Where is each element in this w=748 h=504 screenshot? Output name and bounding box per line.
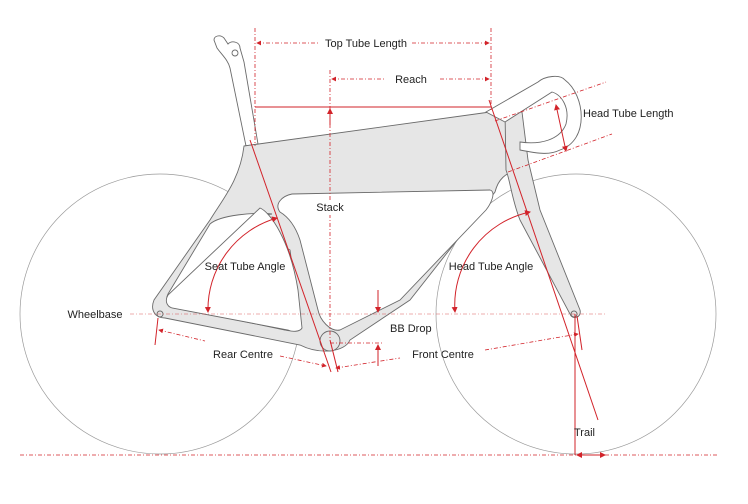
label-head-tube-length: Head Tube Length: [583, 108, 674, 120]
label-front-centre: Front Centre: [412, 349, 474, 361]
label-top-tube-length: Top Tube Length: [325, 38, 407, 50]
front-centre-arrow-left: [335, 357, 401, 370]
seatpost-clamp: [231, 49, 239, 57]
rear-centre-arrow-left: [158, 328, 206, 342]
label-rear-centre: Rear Centre: [213, 349, 273, 361]
head-tube-angle-arc: [451, 210, 531, 313]
main-triangle: [277, 189, 494, 331]
htl-ext-bottom: [507, 133, 613, 173]
head-tube-axis: [488, 99, 599, 421]
seatpost: [213, 35, 259, 147]
htl-ext-top: [494, 81, 607, 122]
label-trail: Trail: [574, 427, 595, 439]
seat-tube-angle-arc: [204, 216, 278, 313]
label-bb-drop: BB Drop: [390, 323, 432, 335]
label-wheelbase: Wheelbase: [67, 309, 122, 321]
front-centre-ext: [576, 315, 583, 351]
seat-tube-axis: [249, 139, 332, 373]
rear-centre-arrow-right: [279, 355, 327, 368]
fork-headtube: [504, 111, 581, 318]
label-head-tube-angle: Head Tube Angle: [449, 261, 533, 273]
htl-arrow: [554, 104, 568, 152]
label-stack: Stack: [316, 202, 344, 214]
front-centre-arrow-right: [484, 332, 579, 351]
label-seat-tube-angle: Seat Tube Angle: [205, 261, 286, 273]
rear-centre-ext: [154, 317, 159, 346]
label-reach: Reach: [395, 74, 427, 86]
